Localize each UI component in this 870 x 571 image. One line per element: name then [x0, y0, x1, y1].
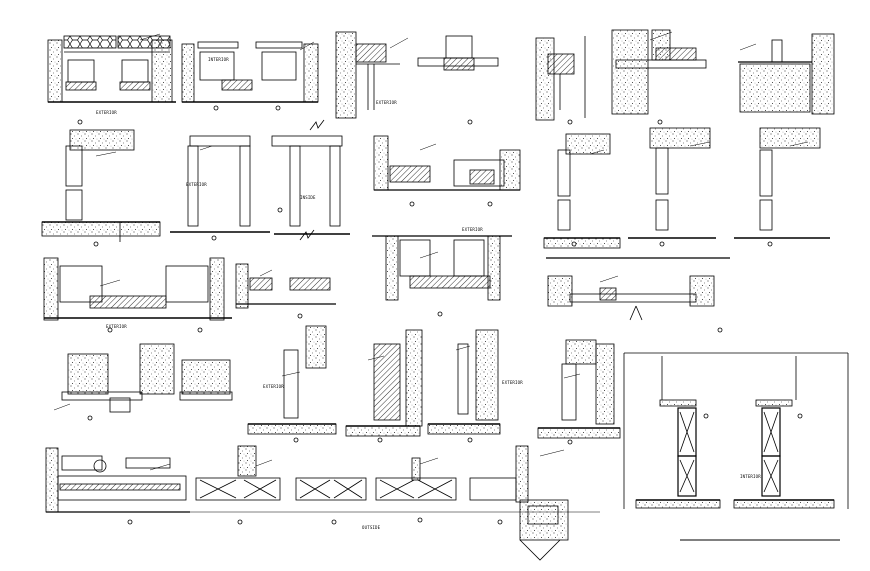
label-interior-2: INTERIOR — [740, 474, 761, 479]
detail-row1-a — [47, 35, 176, 103]
detail-row2-c — [373, 135, 521, 191]
label-exterior-1: EXTERIOR — [96, 110, 117, 115]
detail-door-elevations — [623, 352, 849, 541]
detail-row4-b — [247, 325, 501, 437]
label-interior-1: INTERIOR — [208, 57, 229, 62]
detail-row3-b — [235, 263, 336, 309]
detail-row5-plan — [45, 445, 600, 561]
detail-row1-d — [611, 29, 835, 115]
annotation-leaders — [53, 31, 809, 471]
label-outside-1: OUTSIDE — [362, 525, 381, 530]
label-exterior-7: EXTERIOR — [502, 380, 523, 385]
label-inside-1: INSIDE — [300, 195, 316, 200]
detail-row1-c — [335, 31, 586, 121]
label-exterior-4: EXTERIOR — [462, 227, 483, 232]
detail-row2-d — [543, 127, 830, 249]
label-exterior-2: EXTERIOR — [376, 100, 397, 105]
reference-markers — [77, 105, 803, 525]
detail-row4-c — [537, 339, 621, 439]
detail-row3-d — [546, 257, 730, 321]
detail-row3-a — [43, 257, 232, 321]
detail-row4-a — [61, 343, 233, 413]
label-exterior-3: EXTERIOR — [186, 182, 207, 187]
label-exterior-5: EXTERIOR — [106, 324, 127, 329]
label-exterior-6: EXTERIOR — [263, 384, 284, 389]
detail-row2-b — [170, 119, 350, 241]
detail-row2-a — [41, 129, 161, 242]
detail-row1-b — [181, 41, 319, 103]
detail-row3-c — [372, 235, 512, 301]
